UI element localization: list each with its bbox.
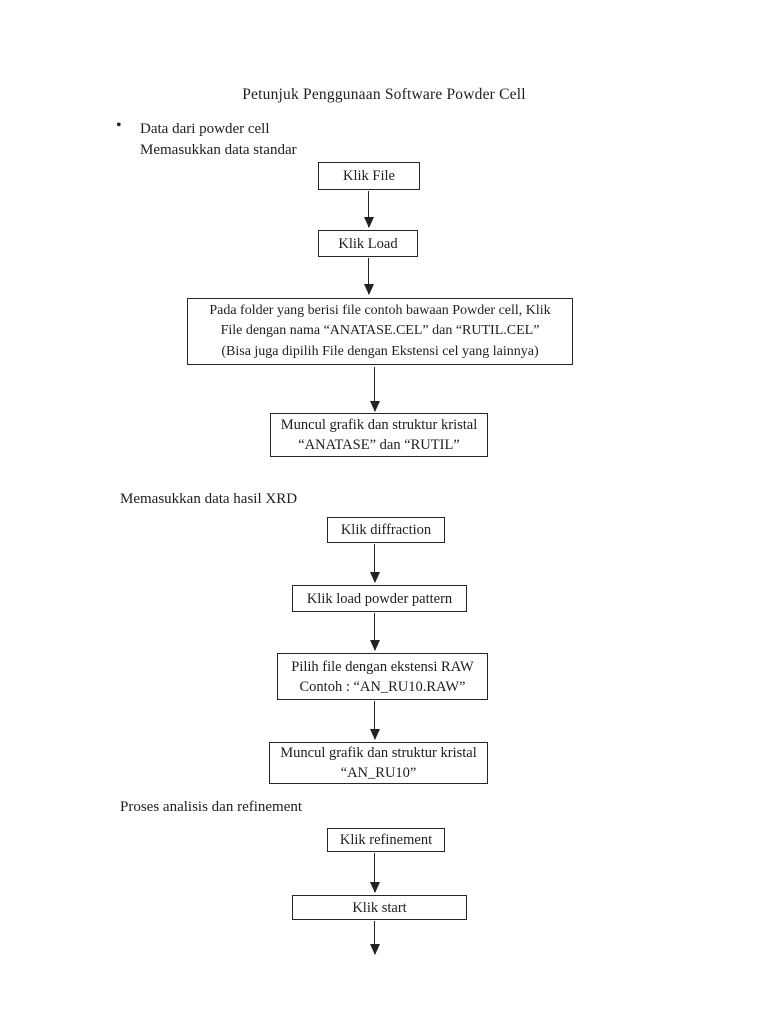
flow-box-klik-file: Klik File	[318, 162, 420, 190]
bullet-line-2: Memasukkan data standar	[140, 141, 297, 158]
flow-box-line: “ANATASE” dan “RUTIL”	[298, 437, 460, 453]
arrow-down-icon	[370, 544, 381, 583]
flow-box-line: Klik File	[343, 168, 395, 184]
flow-box-klik-load: Klik Load	[318, 230, 418, 257]
flow-box-line: Klik start	[352, 899, 407, 916]
flow-box-line: Klik load powder pattern	[306, 590, 453, 607]
flow-box-result-anatase-rutil: Muncul grafik dan struktur kristal “ANAT…	[270, 413, 488, 457]
flow-box-line: (Bisa juga dipilih File dengan Ekstensi …	[221, 343, 539, 359]
arrow-down-icon	[364, 191, 375, 228]
arrow-down-icon	[370, 701, 381, 740]
arrow-down-icon	[370, 921, 381, 955]
flow-box-line: Muncul grafik dan struktur kristal	[280, 745, 477, 761]
arrow-down-icon	[370, 367, 381, 412]
section-heading-refinement: Proses analisis dan refinement	[120, 799, 303, 815]
flow-box-line: Contoh : “AN_RU10.RAW”	[299, 678, 466, 695]
flow-box-line: File dengan nama “ANATASE.CEL” dan “RUTI…	[220, 323, 540, 339]
flow-box-line: “AN_RU10”	[340, 765, 417, 781]
flow-box-klik-start: Klik start	[292, 895, 467, 920]
flow-box-pilih-raw: Pilih file dengan ekstensi RAW Contoh : …	[277, 653, 488, 700]
flow-box-klik-refinement: Klik refinement	[327, 828, 445, 852]
flow-box-result-an-ru10: Muncul grafik dan struktur kristal “AN_R…	[269, 742, 488, 784]
bullet-line-1: Data dari powder cell	[140, 121, 270, 137]
flow-box-line: Klik diffraction	[340, 522, 432, 538]
flow-box-klik-diffraction: Klik diffraction	[327, 517, 445, 543]
bullet-list-item: Data dari powder cell Memasukkan data st…	[140, 119, 297, 160]
flow-box-line: Klik refinement	[339, 832, 433, 848]
flow-box-folder-instruction: Pada folder yang berisi file contoh bawa…	[187, 298, 573, 365]
section-heading-xrd: Memasukkan data hasil XRD	[120, 491, 298, 507]
arrow-down-icon	[364, 258, 375, 295]
arrow-down-icon	[370, 613, 381, 651]
arrow-down-icon	[370, 853, 381, 893]
flow-box-line: Pilih file dengan ekstensi RAW	[291, 658, 474, 675]
flow-box-line: Klik Load	[338, 235, 398, 252]
bullet-icon: •	[116, 117, 122, 134]
flow-box-line: Pada folder yang berisi file contoh bawa…	[209, 302, 551, 318]
flow-box-load-powder-pattern: Klik load powder pattern	[292, 585, 467, 612]
flow-box-line: Muncul grafik dan struktur kristal	[280, 417, 478, 433]
page-title: Petunjuk Penggunaan Software Powder Cell	[242, 86, 526, 103]
